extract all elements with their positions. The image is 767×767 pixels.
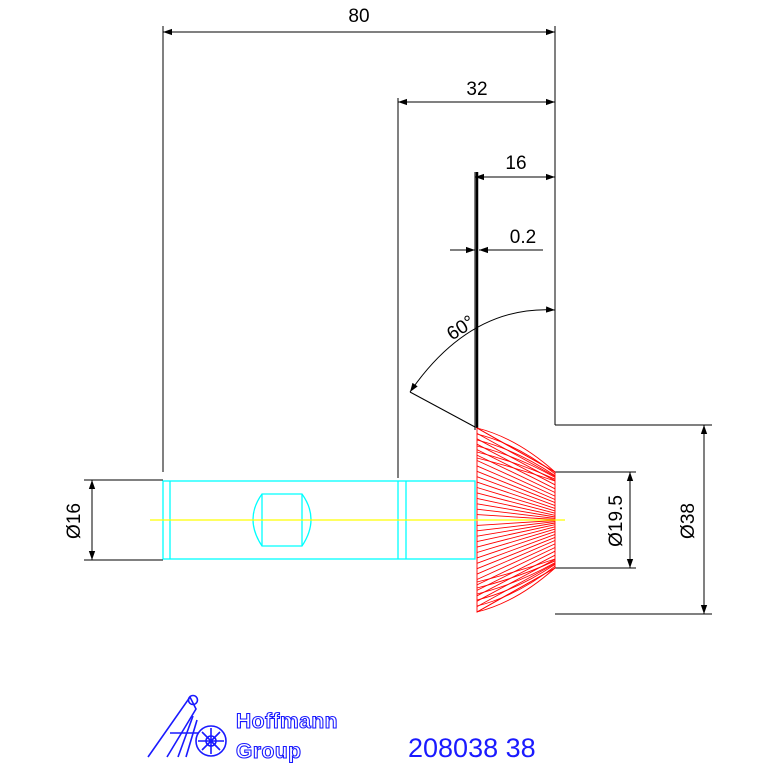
gear-tooth-line [476, 433, 556, 477]
gear-tooth-line [476, 460, 556, 497]
gear-tooth-curve [476, 445, 556, 478]
gear-tooth-line [476, 465, 556, 500]
gear-tooth-line [476, 533, 556, 564]
gear-tooth-line [476, 522, 556, 537]
gear-tooth-line [476, 520, 556, 526]
gear-tooth-line [476, 554, 556, 597]
gear-tooth-line [476, 492, 556, 514]
gear-tooth-line [476, 508, 556, 519]
gear-tooth-curve [476, 439, 556, 476]
gear-tooth-line [476, 540, 556, 575]
dim-text-gear-width: 16 [505, 153, 526, 174]
dim-text-outer-diameter: Ø38 [678, 503, 699, 539]
dim-text-overall-length: 80 [348, 6, 369, 27]
gear-tooth-line [476, 536, 556, 570]
dim-text-shaft-diameter: Ø16 [64, 503, 85, 539]
gear-tooth-line [476, 481, 556, 509]
gear-tooth-curve [476, 567, 556, 613]
gear-tooth-line [476, 550, 556, 591]
angle-arc-60 [409, 306, 556, 393]
gear-tooth-curve [476, 457, 556, 482]
gear-tooth-line [476, 497, 556, 516]
extension-lines [84, 26, 712, 615]
logo-text-line2: Group [236, 740, 302, 763]
gear-tooth-curve [476, 564, 556, 601]
gear-tooth-line [476, 524, 556, 543]
gear-tooth-line [476, 476, 556, 507]
gear-tooth-curve [476, 427, 556, 473]
dimension-lines [88, 28, 708, 614]
dim-text-bevel-length: 32 [466, 79, 487, 100]
logo-emblem-icon [147, 694, 227, 758]
dim-text-face-offset: 0.2 [510, 227, 536, 248]
part-number: 208038 38 [408, 733, 536, 763]
gear-tooth-curve [476, 562, 556, 595]
gear-tooth-line [476, 531, 556, 559]
gear-tooth-line [476, 563, 556, 607]
gear-tooth-line [476, 443, 556, 486]
dim-text-inner-diameter: Ø19.5 [606, 495, 627, 547]
gear-tooth-line [476, 470, 556, 504]
gear-tooth-curve [476, 451, 556, 480]
gear-tooth-line [476, 521, 556, 532]
gear-tooth-curve [476, 433, 556, 475]
gear-tooth-line [476, 503, 556, 518]
gear-tooth-line [476, 526, 556, 548]
gear-tooth-line [476, 514, 556, 520]
gear-tooth-line [476, 487, 556, 512]
gear-tooth-curve [476, 558, 556, 583]
gear-tooth-line [476, 528, 556, 553]
gear-tooth-line [476, 449, 556, 490]
hoffmann-logo: Hoffmann Group [147, 694, 338, 764]
gear-tooth-line [476, 543, 556, 580]
gear-tooth-curve [476, 565, 556, 607]
gear-tooth-curve [476, 560, 556, 589]
dim-text-cone-angle: 60° [443, 312, 479, 345]
logo-text-line1: Hoffmann [236, 710, 338, 733]
